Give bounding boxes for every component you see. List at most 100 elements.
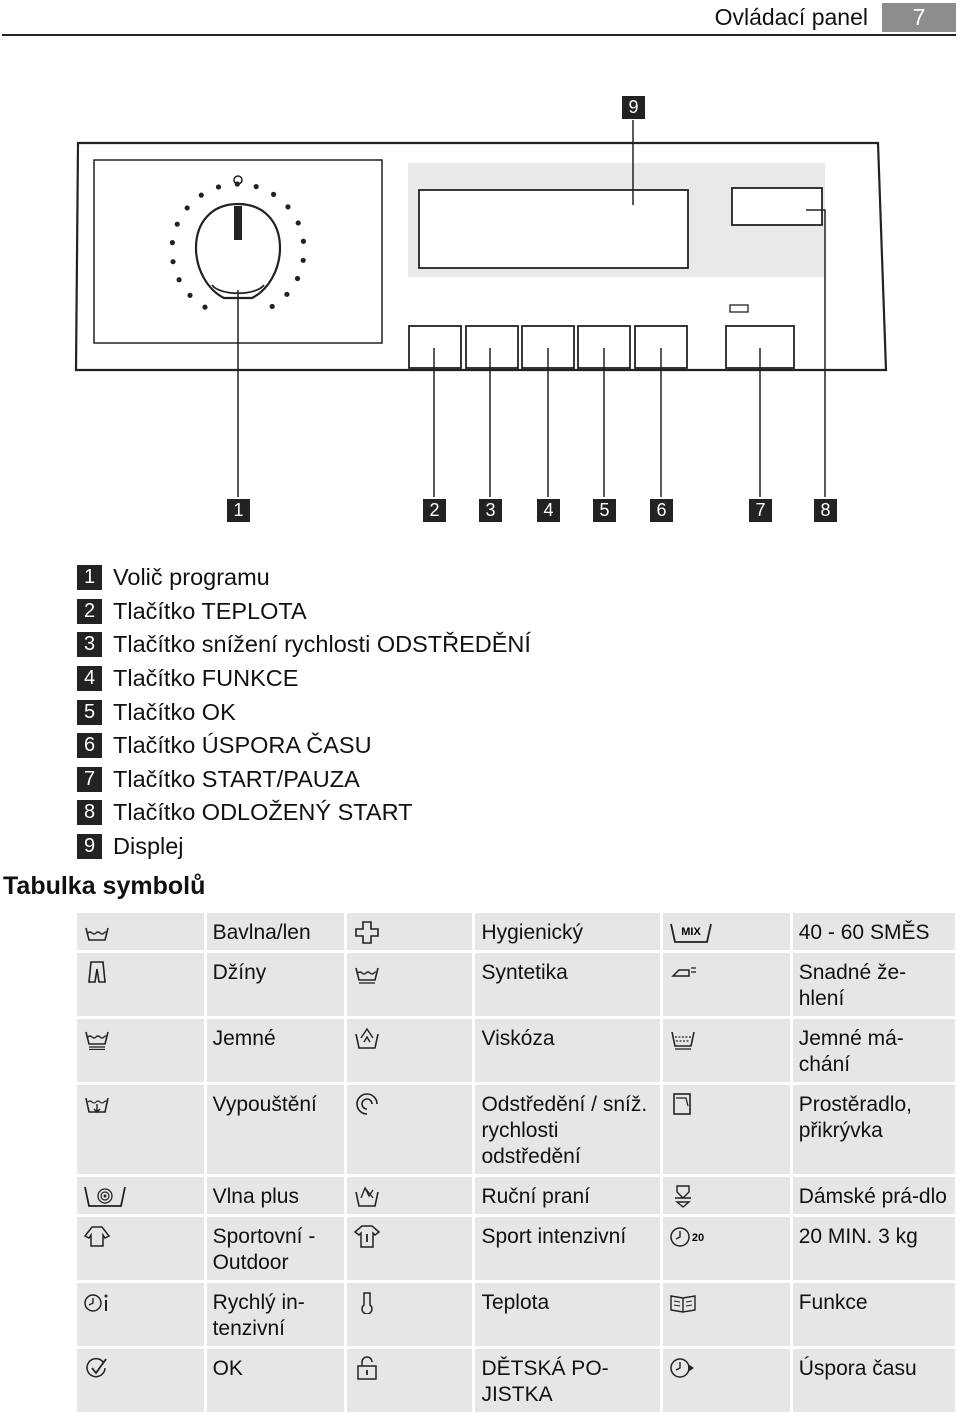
legend-number: 5 <box>77 699 102 725</box>
display-screen <box>418 189 689 269</box>
legend-label: Tlačítko ODLOŽENÝ START <box>113 799 413 826</box>
dial-tick-dot <box>215 184 222 190</box>
table-cell: Bavlna/len <box>206 913 344 950</box>
page-section-title: Ovládací panel <box>714 4 868 30</box>
legend-number: 8 <box>77 800 102 826</box>
table-cell: Sport intenzivní <box>475 1217 661 1280</box>
table-cell <box>346 913 473 950</box>
table-row: Vypouštění Odstředění / sníž. rychlosti … <box>77 1085 955 1174</box>
legend-item: 8 Tlačítko ODLOŽENÝ START <box>77 796 531 830</box>
sport-shirt-icon <box>353 1225 380 1248</box>
callout-5: 5 <box>593 499 616 522</box>
mix-tub-icon: MIX <box>670 923 713 943</box>
table-cell <box>77 1019 204 1082</box>
table-cell <box>346 1085 473 1174</box>
header-rule <box>2 34 956 36</box>
dial-tick-dot <box>198 192 204 198</box>
legend-number: 1 <box>77 565 102 591</box>
delicates-tub-icon <box>85 1031 109 1050</box>
table-cell: Rychlý in-tenzivní <box>206 1283 344 1346</box>
synthetics-tub-icon <box>354 967 379 984</box>
dispenser-lid-icon <box>673 1093 691 1115</box>
dial-tick-dot <box>300 238 307 244</box>
table-cell <box>77 1217 204 1280</box>
dial-tick-dot <box>234 181 240 187</box>
dial-tick-dot <box>184 205 190 211</box>
legend-number: 6 <box>77 733 102 759</box>
sportswear-icon <box>83 1226 111 1247</box>
table-cell: Jemné má-chání <box>792 1019 955 1082</box>
page-number: 7 <box>882 3 956 32</box>
table-cell: Prostěradlo, přikrývka <box>792 1085 955 1174</box>
dial-tick-dot <box>300 257 306 263</box>
table-cell: Jemné <box>206 1019 344 1082</box>
table-cell: Džíny <box>206 953 344 1016</box>
viscose-icon <box>354 1027 379 1049</box>
table-cell <box>346 1019 473 1082</box>
table-cell <box>346 953 473 1016</box>
symbols-table-title: Tabulka symbolů <box>3 872 206 900</box>
table-cell: Teplota <box>475 1283 661 1346</box>
dial-tick-dot <box>170 259 176 265</box>
lingerie-icon <box>675 1185 692 1208</box>
table-row: Jemné Viskóza Jemné má-chání <box>77 1019 955 1082</box>
table-cell <box>663 1085 790 1174</box>
table-cell <box>77 1085 204 1174</box>
table-cell <box>77 1349 204 1412</box>
legend-label: Displej <box>113 833 184 860</box>
dial-tick-dot <box>253 183 259 190</box>
dial-tick-dot <box>202 304 208 310</box>
child-lock-icon <box>356 1356 377 1380</box>
callout-6: 6 <box>650 499 673 522</box>
wool-plus-icon <box>84 1186 126 1207</box>
legend-item: 1 Volič programu <box>77 561 531 595</box>
spin-icon <box>355 1093 378 1115</box>
callout-3: 3 <box>479 499 502 522</box>
table-cell: Snadné že-hlení <box>792 953 955 1016</box>
drain-icon <box>85 1097 109 1113</box>
table-cell: Úspora času <box>792 1349 955 1412</box>
dial-tick-dot <box>174 221 180 227</box>
table-cell <box>77 1177 204 1214</box>
quick-intensive-icon <box>84 1294 108 1312</box>
table-cell: 20 MIN. 3 kg <box>792 1217 955 1280</box>
table-cell: 40 - 60 SMĚS <box>792 913 955 950</box>
table-cell <box>346 1283 473 1346</box>
table-cell <box>346 1217 473 1280</box>
table-row: Rychlý in-tenzivní Teplota Funkce <box>77 1283 955 1346</box>
cotton-tub-icon <box>85 927 109 941</box>
legend-label: Tlačítko OK <box>113 698 236 725</box>
mix-icon-text: MIX <box>681 926 701 938</box>
table-cell <box>346 1349 473 1412</box>
time-save-icon <box>670 1358 695 1378</box>
legend-number: 7 <box>77 766 102 792</box>
table-cell: Dámské prá-dlo <box>792 1177 955 1214</box>
table-cell <box>77 1283 204 1346</box>
control-panel-diagram <box>74 120 888 497</box>
dial-tick-dot <box>176 277 182 283</box>
callout-4: 4 <box>537 499 560 522</box>
table-cell: Syntetika <box>475 953 661 1016</box>
table-cell: Hygienický <box>475 913 661 950</box>
table-cell: Vlna plus <box>206 1177 344 1214</box>
table-cell <box>663 1177 790 1214</box>
callout-9: 9 <box>622 96 645 119</box>
table-cell: MIX <box>663 913 790 950</box>
indicator-led <box>729 304 749 313</box>
table-cell <box>663 1019 790 1082</box>
dial-tick-dot <box>187 292 193 298</box>
leader-lines <box>237 120 826 497</box>
legend-label: Volič programu <box>113 564 270 591</box>
thermometer-icon <box>360 1292 373 1314</box>
table-row: Džíny Syntetika Snadné že-hlení <box>77 953 955 1016</box>
table-cell: Viskóza <box>475 1019 661 1082</box>
table-cell: Sportovní - Outdoor <box>206 1217 344 1280</box>
panel-outline <box>74 141 888 372</box>
table-row: Bavlna/len Hygienický MIX 40 - 60 SMĚS <box>77 913 955 950</box>
options-book-icon <box>670 1295 696 1313</box>
dial-tick-dot <box>294 275 301 282</box>
